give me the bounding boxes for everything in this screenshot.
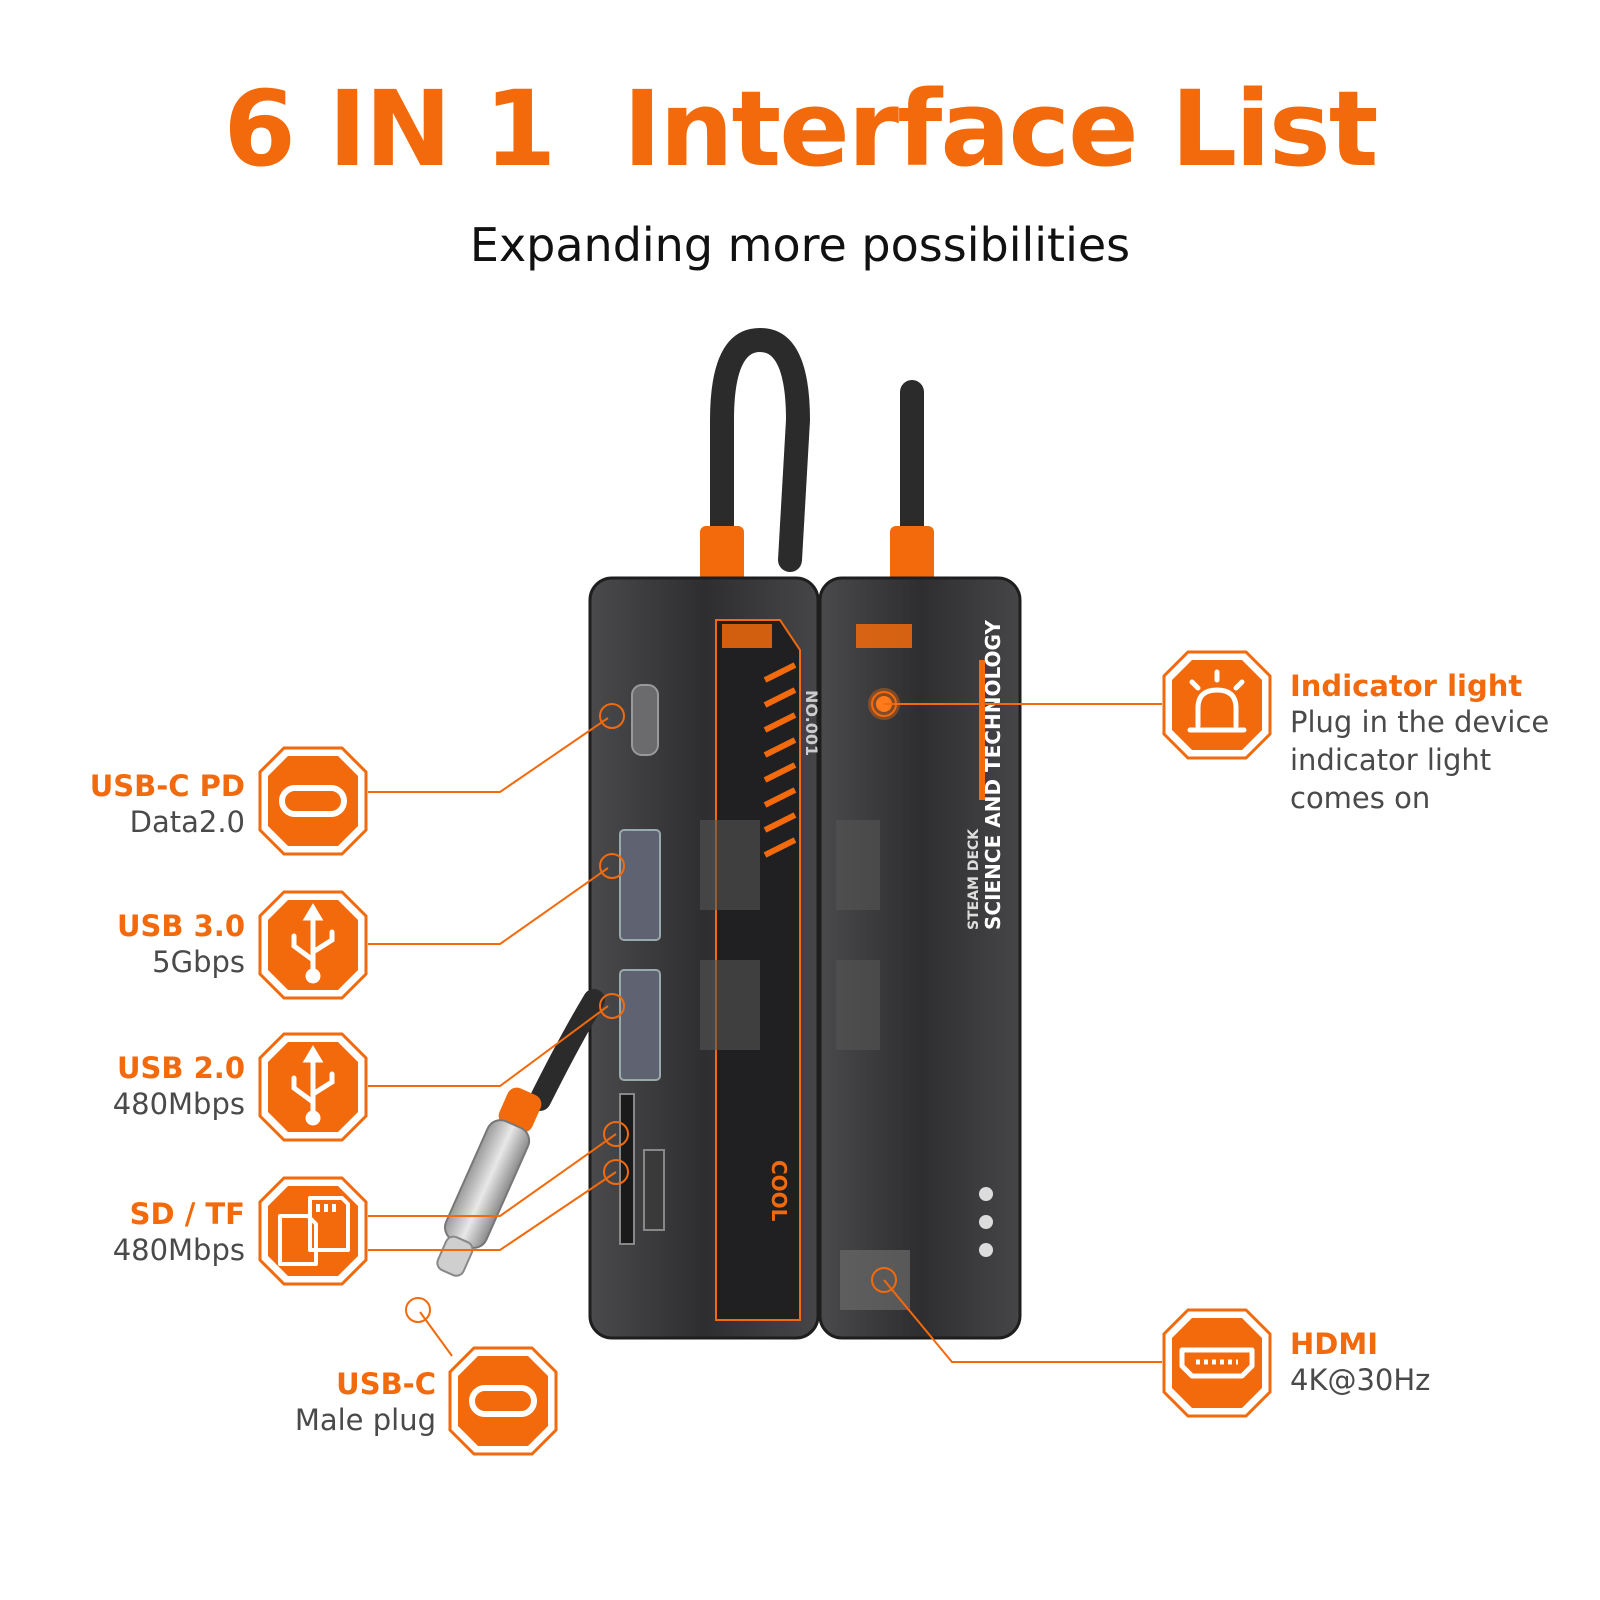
badge-indicator (1162, 650, 1272, 760)
leader-usb-c-pd (368, 717, 609, 793)
label-indicator: Indicator light Plug in the device indic… (1290, 668, 1549, 817)
chip (700, 960, 760, 1050)
interface-desc-line: Plug in the device (1290, 705, 1550, 740)
leader-usb-2 (368, 1005, 609, 1087)
orange-stripes (763, 662, 797, 858)
strain-relief-right (890, 526, 934, 586)
usb-c-icon (469, 1385, 537, 1417)
cable-side (529, 989, 605, 1111)
leader-sd (368, 1133, 617, 1217)
chip (836, 820, 880, 910)
interface-desc: Data2.0 (129, 805, 245, 840)
interface-desc: 5Gbps (152, 945, 245, 980)
screw (979, 1215, 993, 1229)
device-right-half (818, 576, 1022, 1340)
interface-name: USB 2.0 (116, 1051, 245, 1085)
label-usb-3: USB 3.0 5Gbps (117, 908, 245, 982)
label-usb-c-male: USB-C Male plug (295, 1366, 436, 1440)
label-hdmi: HDMI 4K@30Hz (1290, 1326, 1430, 1400)
cable-loop (710, 327, 811, 572)
badge-sd-tf (258, 1176, 368, 1286)
page-title: 6 IN 1 Interface List (223, 68, 1379, 190)
hdmi-icon (1179, 1347, 1255, 1379)
usb-icon (291, 1045, 335, 1126)
screw (979, 1187, 993, 1201)
label-sd-tf: SD / TF 480Mbps (113, 1196, 245, 1270)
screw (979, 1243, 993, 1257)
usb-icon (291, 903, 335, 984)
badge-usb-2 (258, 1032, 368, 1142)
interface-name: USB-C PD (89, 769, 245, 803)
chip (700, 820, 760, 910)
interface-name: USB 3.0 (116, 909, 245, 943)
port-usb-2 (619, 969, 661, 1081)
chip (840, 1250, 910, 1310)
page-subtitle: Expanding more possibilities (469, 218, 1131, 272)
badge-usb-c-male (448, 1346, 558, 1456)
port-tf (643, 1149, 665, 1231)
badge-usb-c-pd (258, 746, 368, 856)
interface-desc-line: indicator light (1290, 742, 1492, 777)
interface-name: Indicator light (1290, 669, 1523, 703)
leader-tf (368, 1171, 617, 1251)
strain-relief-left (700, 526, 744, 586)
sd-card-icon (278, 1196, 350, 1266)
usb-c-icon (279, 785, 347, 817)
interface-name: SD / TF (129, 1197, 245, 1231)
pin-header-left (722, 624, 772, 648)
port-usb-c-pd (631, 684, 659, 756)
badge-usb-3 (258, 890, 368, 1000)
interface-desc: 480Mbps (112, 1233, 245, 1268)
interface-name: HDMI (1290, 1327, 1378, 1361)
interface-desc-line: comes on (1290, 780, 1431, 815)
leader-usb-3 (368, 867, 609, 945)
interface-desc: Male plug (294, 1403, 436, 1438)
device-print-brand: STEAM DECK (966, 828, 982, 930)
leader-hdmi (883, 1279, 1162, 1363)
pin-header-right (856, 624, 912, 648)
label-usb-2: USB 2.0 480Mbps (113, 1050, 245, 1124)
label-usb-c-pd: USB-C PD Data2.0 (90, 768, 245, 842)
alarm-light-icon (1187, 669, 1247, 733)
interface-desc: 480Mbps (112, 1087, 245, 1122)
leader-dots (405, 691, 897, 1323)
badge-hdmi (1162, 1308, 1272, 1418)
usb-c-male-plug (436, 1087, 542, 1277)
interface-name: USB-C (336, 1367, 436, 1401)
leader-lines (368, 703, 1162, 1363)
interface-desc: 4K@30Hz (1290, 1363, 1431, 1398)
device-print-no: NO.001 (802, 690, 821, 756)
device-print-cool: COOL (767, 1160, 791, 1222)
chip (836, 960, 880, 1050)
port-usb-3 (619, 829, 661, 941)
